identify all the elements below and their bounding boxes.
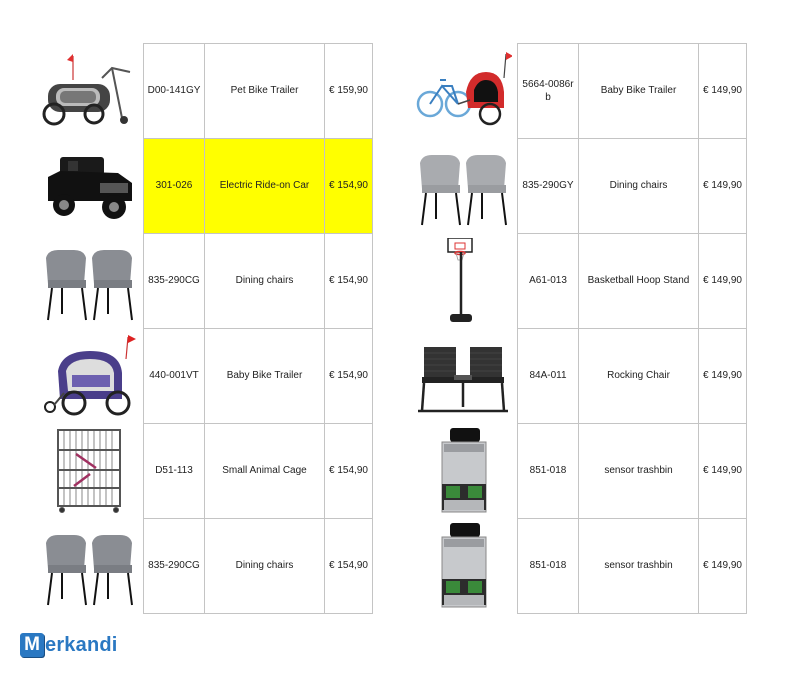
product-name: sensor trashbin [579, 424, 699, 519]
product-code: 835-290CG [144, 234, 205, 329]
product-price: € 149,90 [699, 329, 747, 424]
product-code: 301-026 [144, 139, 205, 234]
product-price: € 149,90 [699, 519, 747, 614]
product-code: A61-013 [518, 234, 579, 329]
product-price: € 149,90 [699, 44, 747, 139]
product-code: 5664-0086rb [518, 44, 579, 139]
product-code: 835-290CG [144, 519, 205, 614]
product-code: D51-113 [144, 424, 205, 519]
bike-with-trailer-icon [414, 48, 512, 134]
baby-bike-trailer-icon [40, 333, 138, 419]
product-code: 851-018 [518, 519, 579, 614]
product-code: D00-141GY [144, 44, 205, 139]
product-price: € 149,90 [699, 139, 747, 234]
product-code: 84A-011 [518, 329, 579, 424]
product-price: € 159,90 [325, 44, 373, 139]
product-price: € 154,90 [325, 519, 373, 614]
animal-cage-icon [40, 428, 138, 514]
dining-chairs-icon [40, 523, 138, 609]
product-code: 440-001VT [144, 329, 205, 424]
product-price: € 154,90 [325, 329, 373, 424]
product-price: € 154,90 [325, 139, 373, 234]
product-name: Basketball Hoop Stand [579, 234, 699, 329]
product-name: Pet Bike Trailer [205, 44, 325, 139]
product-code: 851-018 [518, 424, 579, 519]
pet-bike-trailer-icon [40, 48, 138, 134]
dining-chairs-icon [414, 143, 512, 229]
logo-text: erkandi [45, 633, 118, 656]
trash-bin-icon [414, 523, 512, 609]
dining-chairs-icon [40, 238, 138, 324]
product-price: € 154,90 [325, 424, 373, 519]
right-product-table: 5664-0086rb Baby Bike Trailer € 149,90 8… [517, 43, 747, 614]
rocking-chair-icon [414, 333, 512, 419]
basketball-hoop-icon [414, 238, 512, 324]
product-name: Small Animal Cage [205, 424, 325, 519]
product-price: € 149,90 [699, 234, 747, 329]
left-product-table: D00-141GY Pet Bike Trailer € 159,90 301-… [143, 43, 373, 614]
product-name: Rocking Chair [579, 329, 699, 424]
product-price: € 149,90 [699, 424, 747, 519]
product-name: Dining chairs [205, 234, 325, 329]
trash-bin-icon [414, 428, 512, 514]
product-name: sensor trashbin [579, 519, 699, 614]
product-name: Baby Bike Trailer [205, 329, 325, 424]
ride-on-car-icon [40, 143, 138, 229]
product-code: 835-290GY [518, 139, 579, 234]
product-name: Baby Bike Trailer [579, 44, 699, 139]
merkandi-logo[interactable]: M erkandi [20, 632, 118, 658]
product-name: Electric Ride-on Car [205, 139, 325, 234]
product-name: Dining chairs [205, 519, 325, 614]
product-name: Dining chairs [579, 139, 699, 234]
product-price: € 154,90 [325, 234, 373, 329]
logo-letter: M [20, 633, 44, 657]
